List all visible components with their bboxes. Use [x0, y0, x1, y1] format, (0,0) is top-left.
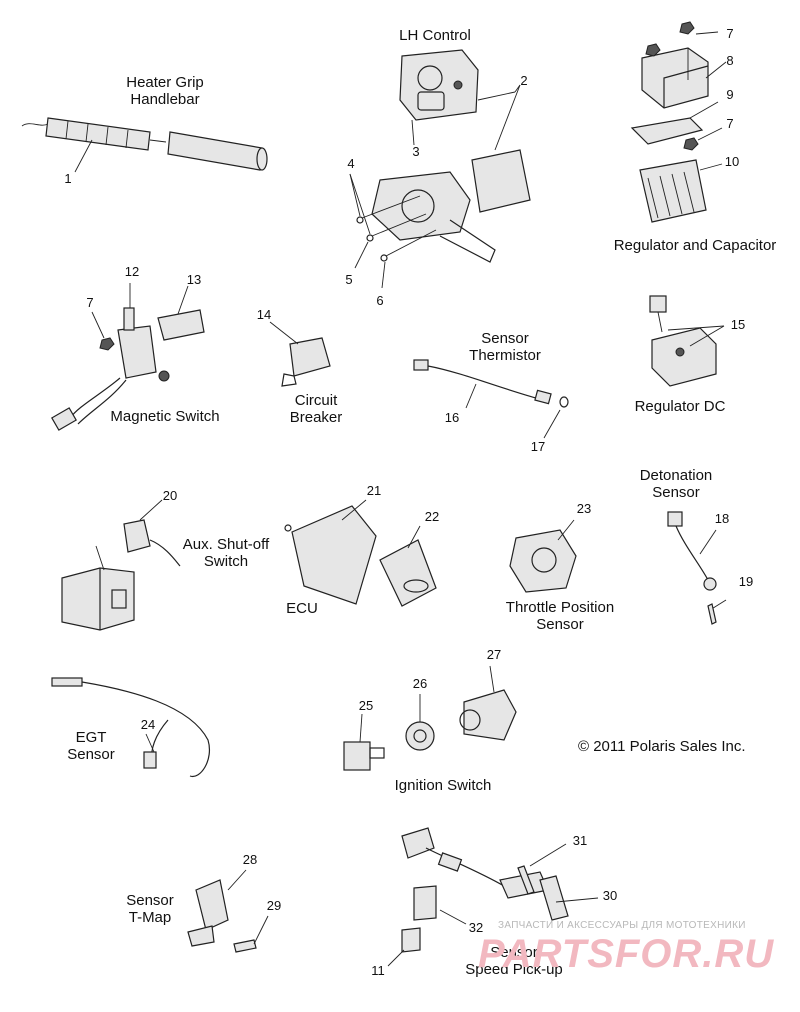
callout-number: 13 — [186, 272, 202, 287]
label-aux-shutoff-switch: Aux. Shut-off Switch — [182, 536, 270, 570]
callout-number: 10 — [724, 154, 740, 169]
ignition-switch-part — [343, 665, 517, 771]
sensor-tmap-part — [187, 869, 269, 953]
label-ecu: ECU — [286, 600, 318, 617]
callout-number: 15 — [730, 317, 746, 332]
callout-number: 19 — [738, 574, 754, 589]
callout-number: 20 — [162, 488, 178, 503]
sensor-thermistor-part — [413, 359, 569, 439]
label-heater-grip-text: Heater Grip Handlebar — [126, 74, 204, 108]
watermark-logo: PARTSFOR.RU — [478, 932, 775, 976]
callout-number: 21 — [366, 483, 382, 498]
label-speed-pickup: Sensor Speed Pick-up — [465, 944, 563, 978]
label-regulator-capacitor: Regulator and Capacitor — [613, 237, 777, 254]
callout-number: 11 — [371, 963, 385, 978]
callout-number: 28 — [242, 852, 258, 867]
magnetic-switch-part — [51, 283, 205, 431]
callout-number: 18 — [714, 511, 730, 526]
egt-sensor-part — [51, 677, 210, 778]
callout-number: 16 — [444, 410, 460, 425]
callout-number: 5 — [345, 272, 353, 287]
label-heater-grip: Heater Grip Handlebar — [100, 74, 230, 108]
callout-number: 30 — [602, 888, 618, 903]
callout-number: 29 — [266, 898, 282, 913]
label-egt-sensor: EGT Sensor — [67, 729, 115, 763]
callout-number: 2 — [520, 73, 528, 88]
callout-number: 14 — [256, 307, 272, 322]
lh-control-part — [349, 49, 531, 289]
callout-number: 3 — [412, 144, 420, 159]
label-regulator-dc: Regulator DC — [634, 398, 726, 415]
callout-number: 7 — [726, 116, 734, 131]
callout-number: 8 — [726, 53, 734, 68]
regulator-capacitor-part — [630, 21, 727, 223]
callout-number: 7 — [86, 295, 94, 310]
callout-number: 31 — [572, 833, 588, 848]
callout-number: 24 — [140, 717, 156, 732]
label-circuit-breaker: Circuit Breaker — [289, 392, 343, 426]
callout-number: 17 — [530, 439, 546, 454]
callout-number: 6 — [376, 293, 384, 308]
speed-pickup-part — [387, 827, 599, 967]
callout-number: 4 — [347, 156, 355, 171]
label-detonation-sensor: Detonation Sensor — [639, 467, 713, 501]
callout-number: 12 — [124, 264, 140, 279]
label-sensor-thermistor: Sensor Thermistor — [469, 330, 541, 364]
throttle-position-sensor-part — [509, 519, 577, 593]
callout-number: 25 — [358, 698, 374, 713]
label-magnetic-switch: Magnetic Switch — [110, 408, 220, 425]
circuit-breaker-part — [269, 321, 331, 387]
label-throttle-position-sensor: Throttle Position Sensor — [505, 599, 615, 633]
ecu-part — [284, 499, 437, 607]
label-sensor-tmap: Sensor T-Map — [126, 892, 174, 926]
callout-number: 26 — [412, 676, 428, 691]
callout-number: 1 — [64, 171, 72, 186]
copyright-notice: © 2011 Polaris Sales Inc. — [578, 738, 746, 755]
callout-number: 22 — [424, 509, 440, 524]
regulator-dc-part — [649, 295, 725, 387]
label-lh-control: LH Control — [399, 27, 471, 44]
label-ignition-switch: Ignition Switch — [394, 777, 492, 794]
callout-number: 32 — [468, 920, 484, 935]
callout-number: 7 — [726, 26, 734, 41]
aux-shutoff-switch-part — [61, 499, 181, 631]
detonation-sensor-part — [667, 511, 727, 625]
callout-number: 23 — [576, 501, 592, 516]
callout-number: 27 — [486, 647, 502, 662]
watermark-subtitle: ЗАПЧАСТИ И АКСЕССУАРЫ ДЛЯ МОТОТЕХНИКИ — [498, 920, 746, 931]
heater-grip-part — [21, 117, 268, 173]
callout-number: 9 — [726, 87, 734, 102]
